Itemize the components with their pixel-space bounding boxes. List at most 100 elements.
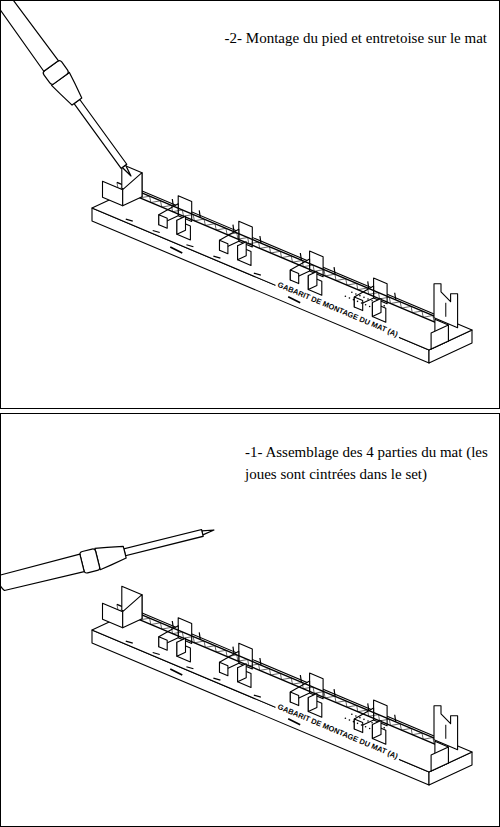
mast-lattice (117, 182, 444, 321)
rivet-dot (349, 297, 351, 299)
plate-slot (445, 725, 446, 739)
rivet-dot (345, 717, 347, 719)
board-edge (92, 630, 429, 785)
mast-jig (92, 586, 472, 785)
board-slot (334, 689, 335, 696)
rivet-dot (345, 295, 347, 297)
mast-rail (117, 182, 444, 320)
board-slot (213, 678, 220, 680)
rivet-dot (359, 295, 361, 297)
jig-fence (220, 240, 228, 254)
rivet-dot (371, 300, 373, 302)
board-slot (254, 273, 261, 275)
iron-shaft (124, 530, 203, 556)
rivet-dot (365, 726, 367, 728)
step-title: -2- Montage du pied et entretoise sur le… (197, 27, 487, 49)
board-slot (213, 256, 220, 258)
jig-fence (372, 721, 381, 739)
plate-slot (445, 303, 446, 317)
rivet-dot (361, 302, 363, 304)
rivet-dot (365, 304, 367, 306)
board-slot (254, 695, 261, 697)
iron-shaft (74, 100, 127, 169)
jig-fence (159, 637, 167, 651)
board-slot (260, 658, 261, 665)
jig-fence (308, 272, 317, 290)
board-slot (260, 236, 261, 243)
rivet-dot (369, 728, 371, 730)
step-panel: -2- Montage du pied et entretoise sur le… (0, 0, 500, 409)
end-clamp (103, 181, 123, 206)
rivet-dot (361, 724, 363, 726)
jig-fence (238, 664, 247, 682)
end-bracket (431, 747, 448, 771)
end-clamp (123, 173, 142, 206)
rivet-dot (353, 299, 355, 301)
board-slot (395, 293, 396, 300)
mast-rail (113, 608, 440, 746)
jig-fence (220, 662, 228, 676)
board-slot (334, 267, 335, 274)
jig-fence (308, 694, 317, 712)
rivet-dot (363, 719, 365, 721)
rivet-dot (371, 722, 373, 724)
rivet-dot (351, 713, 353, 715)
jig-fence (159, 215, 167, 229)
board-slot (186, 245, 193, 247)
step-title: -1- Assemblage des 4 parties du mat (les… (245, 441, 490, 485)
rivet-dot (367, 298, 369, 300)
rivet-dot (363, 297, 365, 299)
board-slot (172, 199, 173, 206)
board-slot (300, 675, 301, 682)
jig-fence (177, 638, 186, 656)
jig-fence (177, 216, 186, 234)
rivet-dot (367, 720, 369, 722)
board-slot (199, 632, 200, 639)
jig-fence (354, 297, 362, 311)
board-slot (233, 225, 234, 232)
end-clamp (103, 603, 123, 628)
rivet-dot (349, 719, 351, 721)
rivet-dot (369, 306, 371, 308)
rivet-dot (355, 293, 357, 295)
rivet-dot (383, 727, 385, 729)
end-clamp (123, 595, 142, 628)
step-panel: -1- Assemblage des 4 parties du mat (les… (0, 413, 500, 827)
soldering-iron (0, 519, 217, 594)
jig-fence (238, 242, 247, 260)
board-edge (92, 208, 429, 363)
board-slot (199, 210, 200, 217)
board-slot (368, 703, 369, 710)
board-mark (170, 669, 182, 675)
mast-lattice (117, 604, 444, 743)
board-slot (186, 667, 193, 669)
board-slot (126, 641, 133, 643)
jig-fence (354, 719, 362, 733)
rivet-dot (353, 721, 355, 723)
rivet-dot (355, 715, 357, 717)
jig-board (92, 610, 472, 772)
end-bracket (431, 325, 448, 349)
board-slot (233, 647, 234, 654)
rivet-dot (383, 305, 385, 307)
mast-rail (113, 186, 440, 324)
iron-handle (0, 554, 84, 592)
rivet-dot (351, 291, 353, 293)
board-mark (170, 247, 182, 253)
soldering-iron (0, 0, 140, 182)
board-slot (153, 231, 160, 233)
jig-fence (372, 299, 381, 317)
jig-board (92, 188, 472, 350)
board-slot (395, 715, 396, 722)
jig-fence (290, 692, 298, 706)
board-slot (126, 219, 133, 221)
board-slot (172, 621, 173, 628)
board-slot (300, 253, 301, 260)
board-slot (368, 281, 369, 288)
jig-fence (290, 270, 298, 284)
iron-handle (0, 0, 58, 71)
rivet-dot (357, 301, 359, 303)
iron-tip (202, 528, 215, 535)
mast-jig (92, 164, 472, 363)
board-slot (153, 653, 160, 655)
